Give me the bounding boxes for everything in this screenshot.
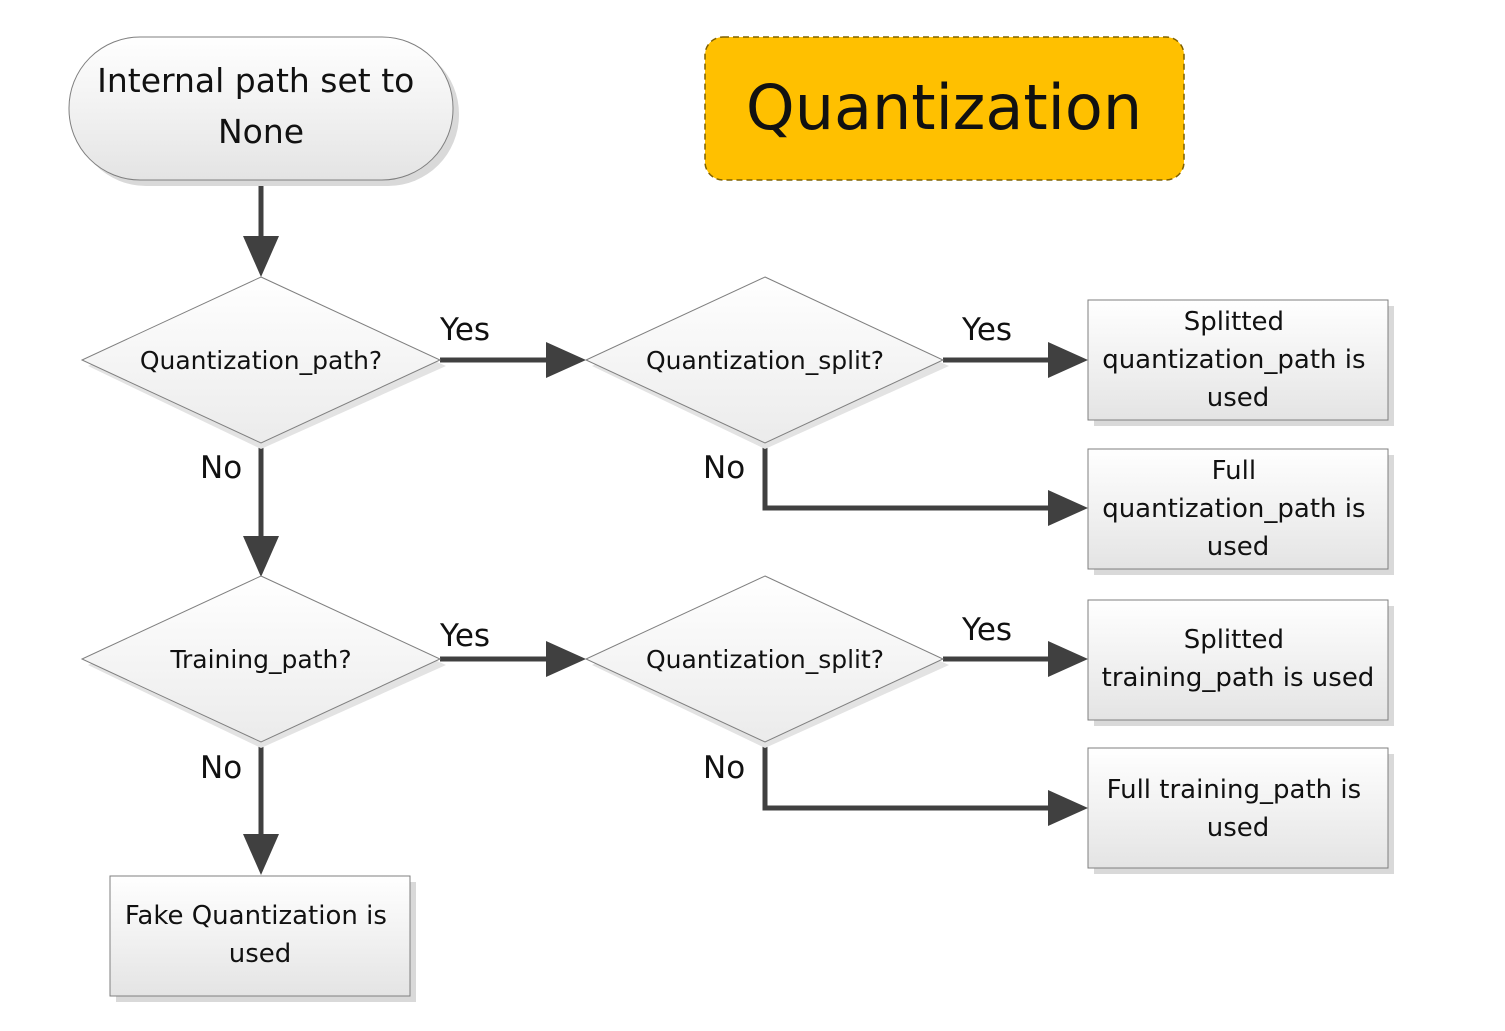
result-label-line: Full (1212, 456, 1256, 486)
decision-label: Quantization_split? (646, 645, 884, 674)
edge-label-no: No (703, 450, 745, 486)
decision-quantization-split-2: Quantization_split? (584, 575, 949, 748)
result-label-line: quantization_path is (1102, 494, 1365, 524)
result-label-line: used (1207, 532, 1270, 562)
result-label: Splitted training_path is used (1102, 625, 1375, 693)
edge-label-yes: Yes (961, 312, 1012, 348)
start-label-line: None (218, 112, 304, 151)
edge-start-to-quantization-path (243, 180, 279, 277)
result-label-line: used (1207, 383, 1270, 413)
edge-split1-no: No (703, 442, 1088, 526)
result-label-line: used (1207, 813, 1270, 843)
edge-quantization-path-no: No (200, 442, 279, 577)
edge-training-path-yes: Yes (439, 618, 586, 677)
decision-label: Quantization_path? (140, 346, 382, 375)
edges: Yes No Yes No Yes No (200, 180, 1088, 875)
title-box (704, 36, 1185, 181)
result-label: Fake Quantization is used (125, 901, 395, 969)
decision-label: Quantization_split? (646, 346, 884, 375)
decision-quantization-path: Quantization_path? (80, 276, 446, 449)
result-label-line: training_path is used (1102, 663, 1375, 693)
edge-label-yes: Yes (961, 612, 1012, 648)
result-label-line: Splitted (1184, 307, 1284, 337)
edge-training-path-no: No (200, 742, 279, 875)
result-label: Splitted quantization_path is used (1102, 307, 1374, 413)
decision-quantization-split-1: Quantization_split? (584, 276, 949, 449)
result-full-quantization-path: Full quantization_path is used (1087, 448, 1394, 575)
edge-label-no: No (703, 750, 745, 786)
edge-split2-no: No (703, 742, 1088, 826)
start-label-line: Internal path set to (97, 61, 414, 100)
result-fake-quantization: Fake Quantization is used (109, 875, 416, 1002)
decision-training-path: Training_path? (80, 575, 446, 748)
result-splitted-quantization-path: Splitted quantization_path is used (1087, 299, 1394, 426)
edge-quantization-path-yes: Yes (439, 312, 586, 378)
title-banner: Quantization (704, 36, 1185, 181)
result-label-line: used (229, 939, 292, 969)
result-label-line: Fake Quantization is (125, 901, 387, 931)
edge-label-yes: Yes (439, 312, 490, 348)
start-terminator: Internal path set to None (68, 36, 459, 186)
result-label-line: quantization_path is (1102, 345, 1365, 375)
decision-label: Training_path? (169, 645, 351, 674)
edge-label-no: No (200, 450, 242, 486)
title-text: Quantization (746, 71, 1142, 144)
result-splitted-training-path: Splitted training_path is used (1087, 599, 1394, 726)
result-label: Full quantization_path is used (1102, 456, 1374, 562)
edge-label-no: No (200, 750, 242, 786)
result-label-line: Splitted (1184, 625, 1284, 655)
result-full-training-path: Full training_path is used (1087, 747, 1394, 874)
edge-split1-yes: Yes (943, 312, 1088, 378)
result-label: Full training_path is used (1107, 775, 1370, 843)
start-label: Internal path set to None (97, 61, 425, 151)
edge-label-yes: Yes (439, 618, 490, 654)
result-label-line: Full training_path is (1107, 775, 1362, 805)
edge-split2-yes: Yes (943, 612, 1088, 677)
